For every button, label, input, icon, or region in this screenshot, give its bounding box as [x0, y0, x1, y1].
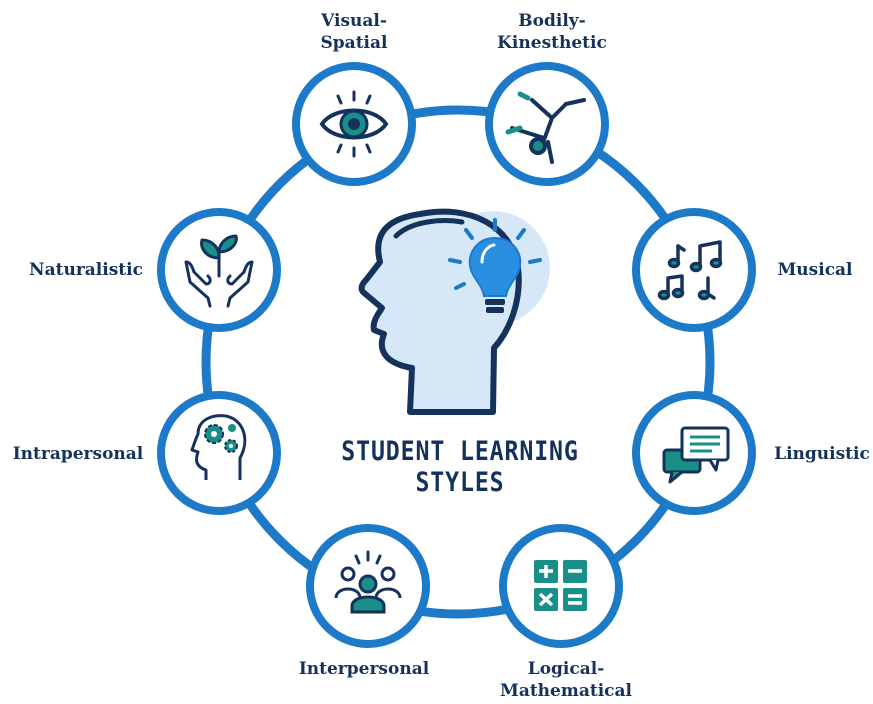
label-musical: Musical — [777, 260, 853, 280]
label-intrapersonal: Intrapersonal — [12, 444, 144, 464]
head-lightbulb-icon — [358, 208, 550, 415]
node-intrapersonal — [157, 391, 281, 515]
speech-bubbles-icon — [662, 426, 730, 484]
outer-ring — [201, 105, 715, 619]
node-logical-mathematical — [499, 524, 623, 648]
node-linguistic — [632, 391, 756, 515]
dancer-icon — [505, 91, 586, 164]
label-visual-spatial: Visual- Spatial — [320, 11, 388, 53]
diagram-title: STUDENT LEARNING STYLES — [341, 436, 579, 498]
hands-plant-icon — [184, 234, 254, 308]
label-naturalistic: Naturalistic — [29, 260, 143, 280]
node-naturalistic — [157, 208, 281, 332]
label-logical-mathematical: Logical- Mathematical — [500, 659, 632, 701]
node-musical — [632, 208, 756, 332]
music-notes-icon — [657, 240, 723, 301]
label-bodily-kinesthetic: Bodily- Kinesthetic — [497, 11, 607, 53]
node-bodily-kinesthetic — [485, 62, 609, 186]
group-people-icon — [334, 550, 402, 614]
calculator-icon — [534, 560, 587, 611]
head-gears-icon — [190, 414, 247, 480]
node-visual-spatial — [292, 62, 416, 186]
node-interpersonal — [306, 524, 430, 648]
label-linguistic: Linguistic — [774, 444, 870, 464]
eye-icon — [319, 90, 389, 158]
label-interpersonal: Interpersonal — [298, 659, 430, 679]
